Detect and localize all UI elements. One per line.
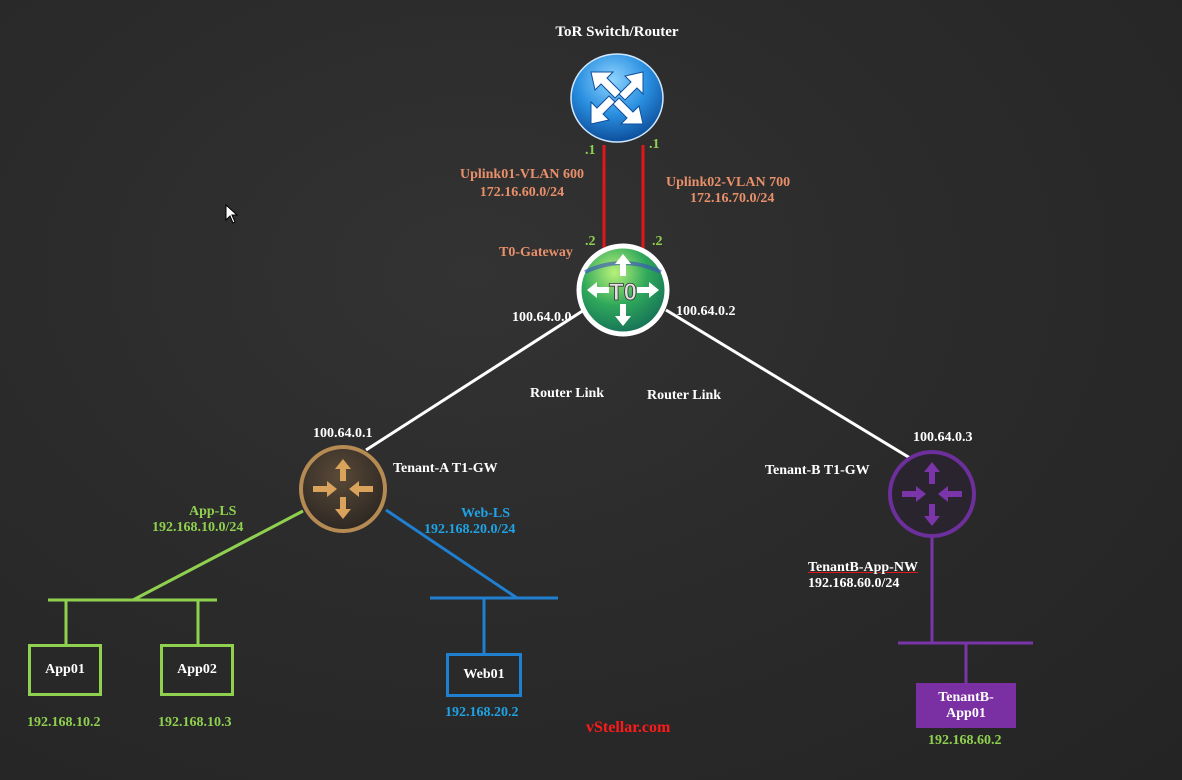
app01-ip: 192.168.10.2: [27, 715, 101, 730]
uplink02-subnet: 172.16.70.0/24: [690, 191, 775, 206]
web-ls-subnet: 192.168.20.0/24: [424, 522, 516, 537]
tor-title: ToR Switch/Router: [555, 24, 679, 40]
uplink02-port: .2: [652, 234, 663, 249]
uplink01-port: .2: [585, 234, 596, 249]
tenantb-app01-ip: 192.168.60.2: [928, 733, 1002, 748]
tenant-a-ip: 100.64.0.1: [313, 426, 373, 441]
app02-ip: 192.168.10.3: [158, 715, 232, 730]
t0-icon-text: T0: [609, 279, 637, 306]
app-ls-uplink-line: [132, 509, 304, 602]
web-ls-uplink-line: [385, 508, 518, 600]
web01-ip: 192.168.20.2: [445, 705, 519, 720]
web-ls-name: Web-LS: [461, 506, 511, 521]
router-link-b-line: [665, 308, 911, 460]
tenant-b-name: Tenant-B T1-GW: [765, 463, 870, 478]
t0-gateway-icon[interactable]: T0: [575, 242, 671, 338]
uplink02-name: Uplink02-VLAN 700: [666, 175, 791, 190]
tenantb-app-nw-name: TenantB-App-NW: [808, 560, 918, 575]
router-link-a-line: [365, 308, 585, 452]
tenantb-app01-vm[interactable]: TenantB- App01: [916, 683, 1016, 728]
tenant-b-router-icon[interactable]: [886, 450, 978, 542]
router-link-left-label: Router Link: [530, 386, 605, 401]
tor-left-port: .1: [585, 143, 596, 158]
uplink01-name: Uplink01-VLAN 600: [459, 167, 585, 182]
tenant-b-ip: 100.64.0.3: [913, 430, 973, 445]
app01-vm[interactable]: App01: [28, 644, 102, 696]
tor-switch-icon: [570, 53, 664, 143]
app-ls-name: App-LS: [189, 504, 237, 519]
watermark: vStellar.com: [586, 719, 671, 736]
tor-right-port: .1: [649, 137, 660, 152]
app02-vm[interactable]: App02: [160, 644, 234, 696]
web01-vm[interactable]: Web01: [446, 653, 522, 697]
mouse-cursor-icon: [225, 204, 239, 224]
app-ls-subnet: 192.168.10.0/24: [152, 520, 244, 535]
tenantb-app-nw-subnet: 192.168.60.0/24: [808, 576, 900, 591]
uplink01-subnet: 172.16.60.0/24: [479, 185, 565, 200]
t0-left-ip: 100.64.0.0: [512, 310, 572, 325]
tenant-a-router-icon[interactable]: [297, 443, 389, 535]
t0-right-ip: 100.64.0.2: [676, 304, 736, 319]
t0-gateway-label: T0-Gateway: [499, 245, 573, 260]
tenant-a-name: Tenant-A T1-GW: [393, 461, 498, 476]
router-link-right-label: Router Link: [647, 388, 722, 403]
